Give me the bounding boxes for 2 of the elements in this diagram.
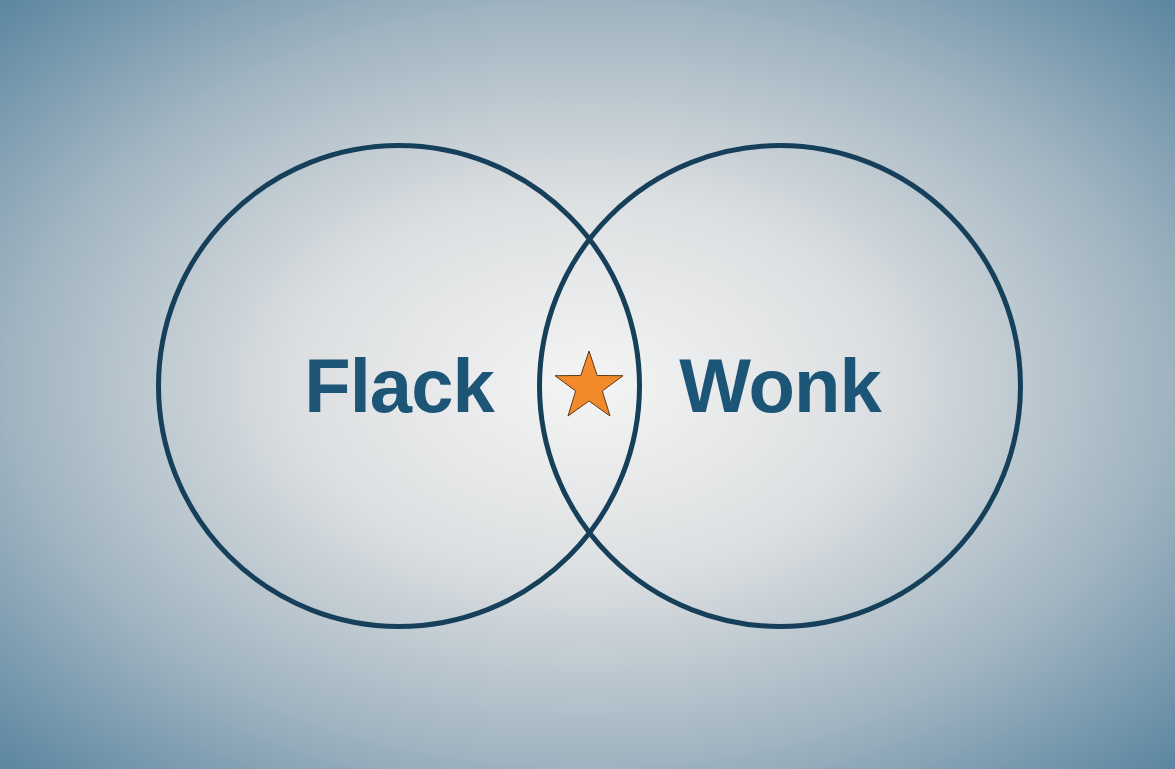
circle-label: Flack [304, 348, 494, 424]
circle-label: Wonk [679, 348, 881, 424]
